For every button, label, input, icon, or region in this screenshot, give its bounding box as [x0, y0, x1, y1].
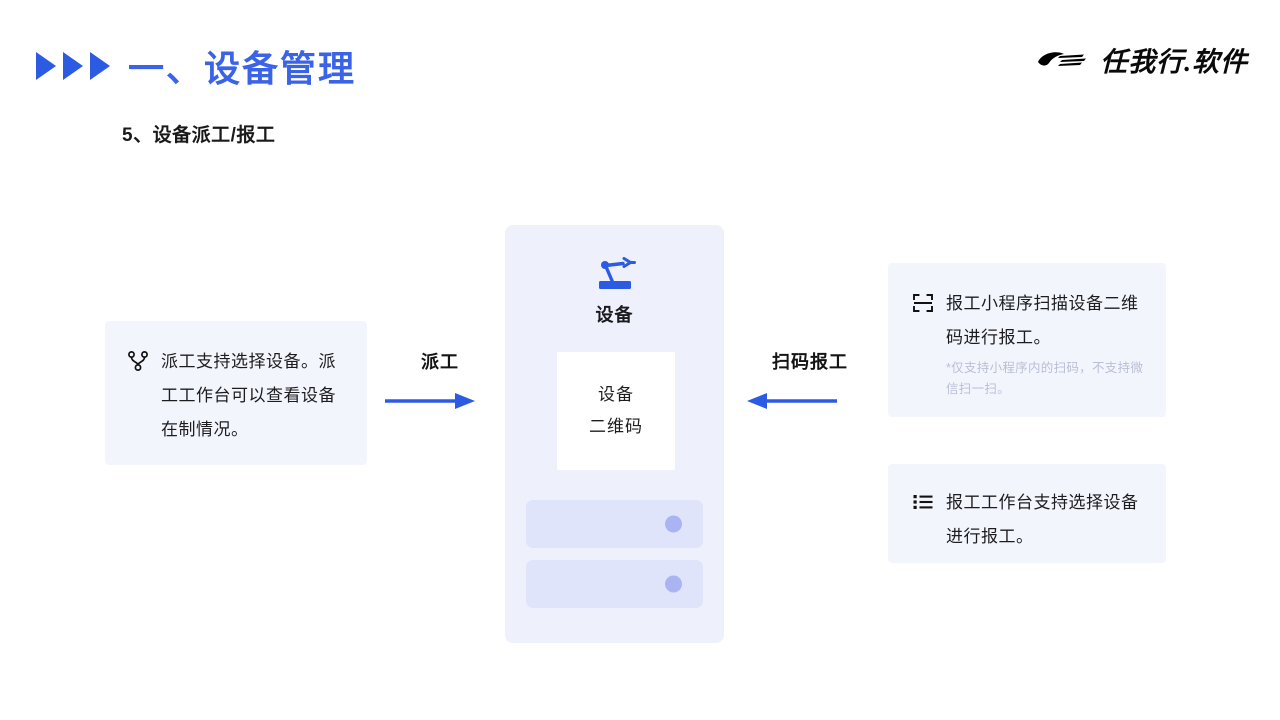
card-scan-report-text: 报工小程序扫描设备二维码进行报工。: [946, 294, 1139, 347]
scan-frame-icon: [912, 292, 934, 314]
card-dispatch-text: 派工支持选择设备。派工工作台可以查看设备在制情况。: [161, 352, 336, 439]
triangle-icon-1: [36, 52, 56, 80]
robot-arm-icon: [505, 257, 724, 291]
arrow-dispatch-label: 派工: [421, 352, 459, 372]
slide-header: 一、设备管理 任我行.软件 5、设备派工/报工: [0, 0, 1280, 146]
card-dispatch: 派工支持选择设备。派工工作台可以查看设备在制情况。: [105, 321, 367, 465]
arrow-dispatch: 派工: [385, 348, 495, 410]
triangle-icon-3: [90, 52, 110, 80]
title-triangles: [36, 52, 110, 80]
card-scan-report: 报工小程序扫描设备二维码进行报工。 *仅支持小程序内的扫码，不支持微信扫一扫。: [888, 263, 1166, 417]
branch-icon: [127, 350, 149, 372]
device-panel: 设备 设备 二维码: [505, 225, 724, 643]
brand-logo-text: 任我行.软件: [1100, 47, 1248, 77]
triangle-icon-2: [63, 52, 83, 80]
device-qr-box: 设备 二维码: [557, 352, 675, 470]
status-dot-icon: [665, 515, 682, 533]
list-item[interactable]: [526, 500, 703, 548]
page-title-group: 一、设备管理: [36, 40, 356, 92]
brand-logo: 任我行.软件: [1036, 40, 1248, 79]
device-qr-line-2: 二维码: [589, 417, 643, 436]
arrow-scan-report: 扫码报工: [745, 348, 875, 410]
card-workbench-report: 报工工作台支持选择设备进行报工。: [888, 464, 1166, 563]
arrow-scan-report-label: 扫码报工: [772, 352, 848, 372]
card-scan-report-note: *仅支持小程序内的扫码，不支持微信扫一扫。: [946, 361, 1144, 396]
section-subtitle: 5、设备派工/报工: [122, 125, 276, 146]
arrow-right-icon: [385, 392, 495, 410]
status-dot-icon: [665, 575, 682, 593]
card-workbench-report-text: 报工工作台支持选择设备进行报工。: [946, 493, 1139, 546]
speed-swoosh-icon: [1036, 48, 1090, 72]
page-title: 一、设备管理: [128, 48, 357, 89]
device-panel-label: 设备: [595, 305, 634, 325]
device-qr-line-1: 设备: [598, 385, 634, 404]
list-item[interactable]: [526, 560, 703, 608]
list-icon: [912, 491, 934, 513]
arrow-left-icon: [745, 392, 875, 410]
